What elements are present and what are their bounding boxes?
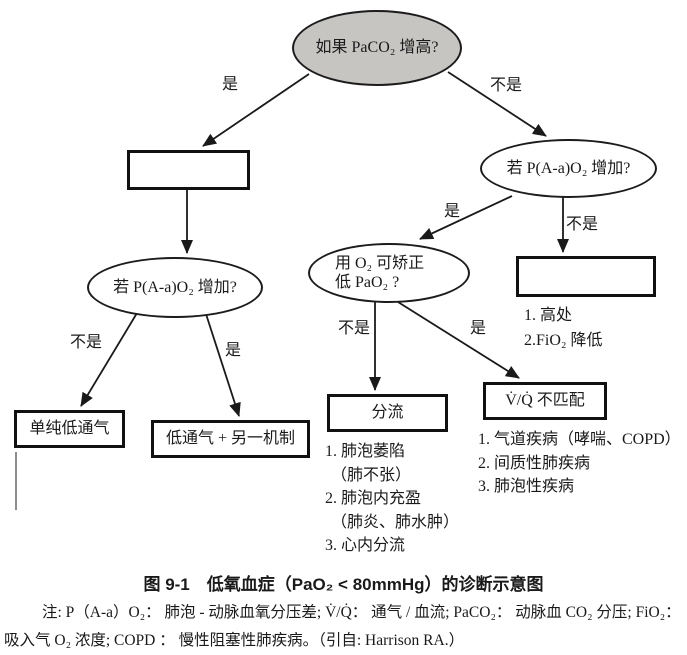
list-item: 3. 心内分流 [325,537,406,554]
node-pure-hypoventilation: 单纯低通气 [14,410,125,448]
edge-label-o2-no: 不是 [338,320,371,337]
list-item: 1. 高处 [524,307,573,324]
edge-label-root-no: 不是 [490,77,523,94]
list-altitude-causes: 1. 高处 2.FiO₂ 降低 [524,303,602,353]
list-item: 1. 气道疾病（哮喘、COPD） [478,431,681,448]
node-aao2-increased-right: 若 P(A-a)O₂ 增加? [480,139,657,198]
edge-label-right-yes: 是 [444,203,461,220]
node-label-line2: 低 PaO₂ ? [335,274,400,291]
list-item: 1. 肺泡萎陷 [325,443,406,460]
node-label: 如果 PaCO₂ 增高? [315,39,439,57]
list-vq-causes: 1. 气道疾病（哮喘、COPD） 2. 间质性肺疾病 3. 肺泡性疾病 [478,428,681,499]
node-label: 若 P(A-a)O₂ 增加? [113,278,237,296]
node-paco2-increased: 如果 PaCO₂ 增高? [292,10,462,86]
figure-caption: 图 9-1 低氧血症（PaO₂ < 80mmHg）的诊断示意图 [143,575,544,594]
list-item: 2.FiO₂ 降低 [524,332,603,349]
node-label: V̇/Q̇ 不匹配 [505,392,585,410]
node-left-blank-box [127,150,250,190]
node-label: 低通气 + 另一机制 [165,430,296,448]
edge-label-left-no: 不是 [70,334,103,351]
list-shunt-causes: 1. 肺泡萎陷 （肺不张） 2. 肺泡内充盈 （肺炎、肺水肿） 3. 心内分流 [325,440,459,558]
list-item: 3. 肺泡性疾病 [478,478,575,495]
node-shunt: 分流 [327,394,448,432]
stray-line [15,452,17,510]
node-label: 单纯低通气 [29,420,110,438]
list-item: 2. 间质性肺疾病 [478,454,591,472]
node-vq-mismatch: V̇/Q̇ 不匹配 [483,382,607,420]
node-o2-correctable: 用 O₂ 可矫正 低 PaO₂ ? [308,243,470,303]
node-right-blank-box [516,256,656,297]
node-label-line1: 用 O₂ 可矫正 [335,254,425,272]
list-item: （肺不张） [331,466,412,484]
edge-label-right-no: 不是 [566,216,599,233]
node-aao2-increased-left: 若 P(A-a)O₂ 增加? [87,257,263,318]
figure-note-line2: 吸入气 O₂ 浓度; COPD ： 慢性阻塞性肺疾病。（引自: Harrison… [4,632,465,649]
edge-label-left-yes: 是 [225,342,242,359]
node-hypoventilation-plus-mechanism: 低通气 + 另一机制 [151,420,310,458]
list-item: （肺炎、肺水肿） [331,513,460,531]
edge-label-root-yes: 是 [222,76,239,93]
figure-note-line1: 注: P（A-a）O₂： 肺泡 - 动脉血氧分压差; V̇/Q̇： 通气 / 血… [42,604,681,621]
node-label: 若 P(A-a)O₂ 增加? [506,159,631,177]
edge-label-o2-yes: 是 [470,320,487,337]
list-item: 2. 肺泡内充盈 [325,490,422,507]
node-label: 分流 [371,404,404,422]
